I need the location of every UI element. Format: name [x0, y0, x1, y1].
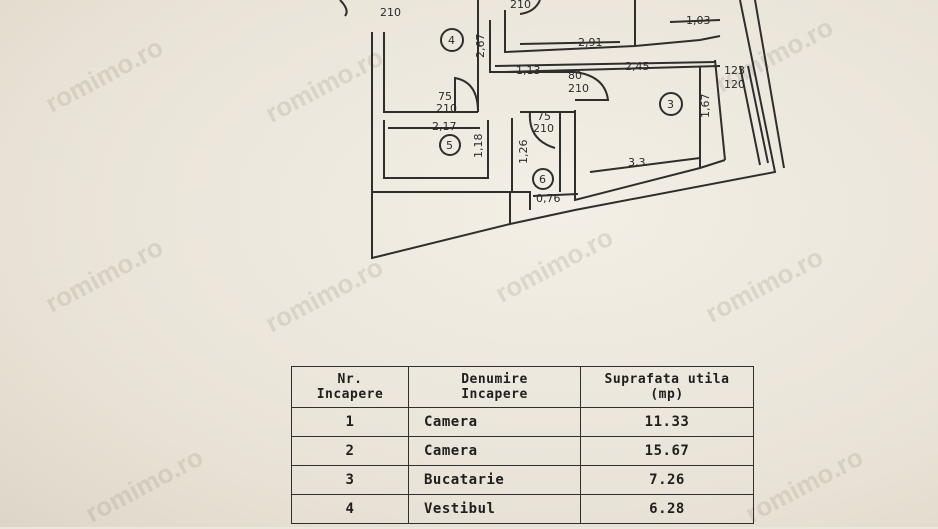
room-number: 4	[291, 494, 409, 524]
room-area: 15.67	[580, 436, 754, 466]
dimension-line	[589, 157, 701, 173]
table-header-row: Nr. Incapere Denumire Incapere Suprafata…	[291, 366, 754, 408]
room-number: 2	[291, 436, 409, 466]
plan-wall	[383, 120, 489, 179]
dimension-label: 120	[724, 78, 745, 91]
room-area: 6.28	[580, 494, 754, 524]
door-swing	[574, 71, 610, 101]
door-swing	[454, 76, 479, 113]
dimension-label: 3,3	[628, 156, 646, 169]
dimension-label: 210	[380, 6, 401, 19]
plan-wall	[754, 0, 785, 169]
room-marker-circle	[440, 28, 464, 52]
plan-wall	[714, 59, 726, 161]
plan-wall	[504, 65, 721, 73]
plan-wall	[489, 20, 575, 73]
dimension-label: 75	[438, 90, 452, 103]
dimension-label: 0,76	[536, 192, 561, 205]
dimension-label: 210	[436, 102, 457, 115]
door-swing	[519, 0, 541, 15]
dimension-line	[669, 19, 721, 23]
plan-wall	[371, 32, 511, 260]
dimension-label: 1,03	[686, 14, 711, 27]
plan-wall	[747, 65, 769, 164]
column-header-name: Denumire Incapere	[408, 366, 581, 408]
room-marker: 4	[448, 34, 455, 47]
dimension-label: 1,13	[516, 64, 541, 77]
room-marker-circle	[532, 168, 554, 190]
room-marker: 3	[667, 98, 674, 111]
table-row: 3 Bucatarie 7.26	[291, 465, 754, 495]
room-name: Vestibul	[408, 494, 581, 524]
dimension-line	[494, 61, 716, 67]
room-number: 3	[291, 465, 409, 495]
dimension-line	[532, 193, 579, 197]
room-marker-circle	[439, 134, 461, 156]
column-header-area: Suprafata utila (mp)	[580, 366, 754, 408]
dimension-label: 75	[537, 110, 551, 123]
dimension-label: 1,18	[472, 134, 485, 159]
plan-wall	[739, 65, 761, 166]
table-row: 1 Camera 11.33	[291, 407, 754, 437]
table-row: 4 Vestibul 6.28	[291, 494, 754, 524]
plan-wall	[511, 118, 531, 210]
dimension-line	[519, 41, 621, 45]
dimension-label: 1,26	[517, 140, 530, 165]
dimension-label: 210	[568, 82, 589, 95]
plan-wall	[574, 110, 726, 202]
dimension-label: 210	[510, 0, 531, 11]
dimension-label: 2,91	[578, 36, 603, 49]
room-marker: 6	[539, 173, 546, 186]
dimension-label: 123	[724, 64, 745, 77]
room-name: Bucatarie	[408, 465, 581, 495]
room-marker-circle	[659, 92, 683, 116]
plan-wall	[383, 32, 478, 113]
door-swing	[528, 111, 556, 149]
room-area-table: Nr. Incapere Denumire Incapere Suprafata…	[291, 366, 754, 524]
dimension-label: 80	[568, 69, 582, 82]
plan-wall	[509, 0, 777, 226]
door-swing	[339, 0, 348, 17]
room-marker: 5	[446, 139, 453, 152]
room-number: 1	[291, 407, 409, 437]
dimension-label: 2,17	[432, 120, 457, 133]
dimension-label: 210	[533, 122, 554, 135]
room-area: 11.33	[580, 407, 754, 437]
room-name: Camera	[408, 436, 581, 466]
table-row: 2 Camera 15.67	[291, 436, 754, 466]
dimension-label: 2,67	[474, 34, 487, 59]
dimension-label: 2,45	[625, 60, 650, 73]
room-area: 7.26	[580, 465, 754, 495]
room-name: Camera	[408, 407, 581, 437]
dimension-label: 1,67	[699, 94, 712, 119]
column-header-nr: Nr. Incapere	[291, 366, 409, 408]
